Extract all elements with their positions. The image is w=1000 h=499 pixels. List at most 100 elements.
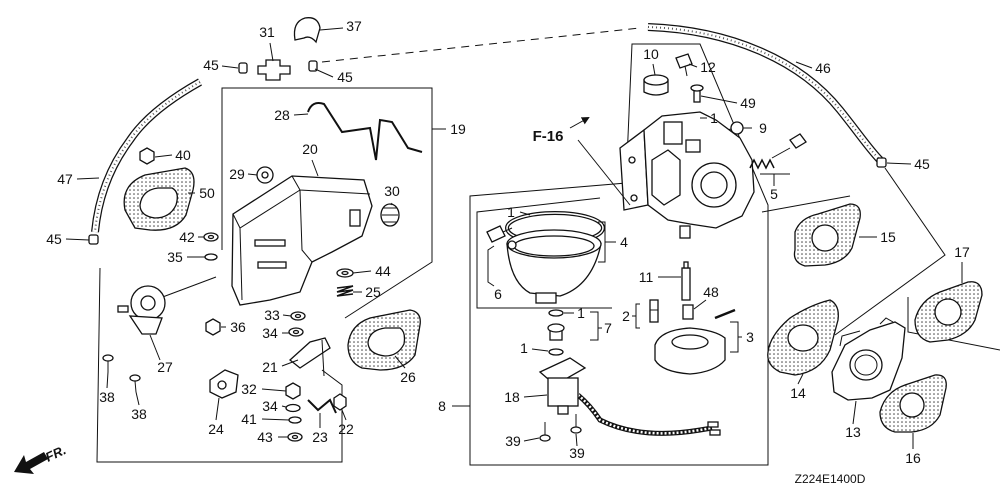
- callout-10: 10: [643, 46, 659, 62]
- gasket-26: [347, 309, 421, 371]
- fuel-tube-46: [647, 23, 883, 163]
- callout-38-a: 38: [99, 389, 115, 405]
- callout-36: 36: [230, 319, 246, 335]
- screw-38-b: [129, 374, 141, 393]
- tube-clip-45-d: [876, 157, 887, 168]
- gasket-16: [879, 374, 947, 433]
- nut-22: [333, 393, 347, 411]
- callout-11: 11: [639, 269, 654, 285]
- tube-clip-45-b: [308, 60, 318, 72]
- callout-33: 33: [264, 307, 280, 323]
- washer-33: [290, 311, 306, 321]
- frame-right-gaskets: [834, 167, 946, 336]
- nut-40: [139, 147, 155, 165]
- callout-41: 41: [241, 411, 257, 427]
- callout-43: 43: [257, 429, 273, 445]
- callout-45-d: 45: [914, 156, 930, 172]
- group-outlines: [96, 27, 1000, 466]
- callout-39-b: 39: [569, 445, 585, 461]
- air-guide-cover-20: [231, 175, 373, 306]
- callout-44: 44: [375, 263, 391, 279]
- callout-1-d: 1: [520, 340, 528, 356]
- bracket-21: [288, 337, 331, 377]
- callout-34-a: 34: [262, 325, 278, 341]
- wire-link-28: [307, 102, 423, 161]
- washer-34-b: [285, 403, 301, 413]
- float-chamber-4: [506, 229, 602, 304]
- gasket-50: [123, 167, 195, 231]
- callout-29: 29: [229, 166, 245, 182]
- callout-1-c: 1: [577, 305, 585, 321]
- callout-24: 24: [208, 421, 224, 437]
- screw-38-a: [102, 354, 114, 372]
- tube-clip-45-c: [88, 234, 99, 245]
- washer-1-b: [507, 240, 517, 250]
- callout-47: 47: [57, 171, 73, 187]
- washer-1-d: [548, 348, 564, 356]
- washer-41: [288, 416, 302, 424]
- nut-36: [205, 318, 221, 336]
- callout-1-a: 1: [710, 110, 718, 126]
- washer-34-a: [288, 327, 304, 337]
- callout-15: 15: [880, 229, 896, 245]
- callout-23: 23: [312, 429, 328, 445]
- insulator-13: [831, 317, 906, 401]
- screw-39-a: [539, 422, 551, 442]
- screw-12: [675, 53, 693, 77]
- jet-2: [649, 299, 659, 323]
- callout-45-b: 45: [337, 69, 353, 85]
- callout-7: 7: [604, 320, 612, 336]
- callout-4: 4: [620, 234, 628, 250]
- callout-48: 48: [703, 284, 719, 300]
- nut-43: [287, 432, 303, 442]
- frame-float-chamber: [476, 197, 612, 309]
- callout-38-b: 38: [131, 406, 147, 422]
- callout-49: 49: [740, 95, 756, 111]
- jet-48: [682, 304, 694, 320]
- tube-clip-37: [293, 17, 321, 44]
- front-arrow-icon: [14, 452, 48, 474]
- callout-35: 35: [167, 249, 183, 265]
- callout-12: 12: [700, 59, 716, 75]
- screw-49: [690, 84, 704, 103]
- nut-32: [285, 382, 301, 400]
- callout-1-b: 1: [507, 204, 515, 220]
- callout-6: 6: [494, 286, 502, 302]
- callout-2: 2: [622, 308, 630, 324]
- callout-31: 31: [259, 24, 275, 40]
- washer-44: [336, 268, 354, 278]
- callout-28: 28: [274, 107, 290, 123]
- drawing-code: Z224E1400D: [795, 472, 866, 486]
- gasket-14: [767, 299, 839, 376]
- callout-8: 8: [438, 398, 446, 414]
- callout-18: 18: [504, 389, 520, 405]
- carburetor-body: [619, 111, 755, 239]
- callout-37: 37: [346, 18, 362, 34]
- dashed-connector: [321, 27, 641, 63]
- drain-screw-6: [486, 225, 513, 243]
- needle-spring-5: [749, 133, 807, 170]
- callout-3: 3: [746, 329, 754, 345]
- callout-14: 14: [790, 385, 806, 401]
- reference-label: F-16: [533, 128, 564, 145]
- frame-carburetor: [469, 43, 769, 466]
- callout-labels: 31 37 45 45 46 10 12 49 1 9 19 28 20 29 …: [46, 18, 970, 466]
- washer-35: [204, 253, 218, 261]
- gasket-17: [914, 281, 983, 343]
- frame-right-top: [761, 195, 851, 213]
- spring-25: [336, 285, 354, 297]
- gasket-15: [793, 203, 861, 267]
- callout-17: 17: [954, 244, 970, 260]
- auto-choke-27: [117, 276, 217, 335]
- fuel-tube-47: [91, 78, 202, 233]
- fuel-filter-31: [257, 59, 291, 81]
- float-3: [654, 327, 726, 375]
- grommet-30: [380, 203, 400, 227]
- callout-50: 50: [199, 185, 215, 201]
- callout-27: 27: [157, 359, 173, 375]
- callout-30: 30: [384, 183, 400, 199]
- washer-1-c: [548, 309, 564, 317]
- nozzle-11: [681, 261, 691, 301]
- solenoid-18: [538, 357, 721, 436]
